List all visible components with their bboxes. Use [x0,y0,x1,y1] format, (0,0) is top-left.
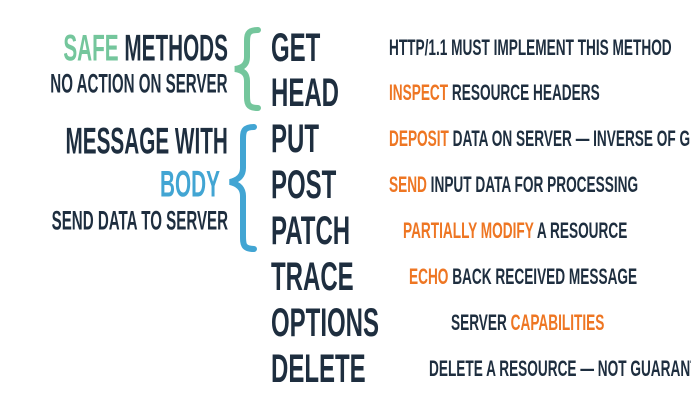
method-description: INSPECT RESOURCE HEADERS [389,82,600,104]
message-body-subtitle: SEND DATA TO SERVER [51,205,228,236]
description-highlight: PARTIALLY MODIFY [402,218,534,243]
description-post: INPUT DATA FOR PROCESSING [426,172,639,197]
description-post: BACK RECEIVED MESSAGE [448,264,637,289]
method-description: SERVER CAPABILITIES [451,312,604,334]
description-highlight: CAPABILITIES [510,310,605,335]
description-pre: HTTP/1.1 MUST IMPLEMENT THIS METHOD [389,35,672,60]
method-description: DELETE A RESOURCE — NOT GUARANTEED [429,358,691,380]
safe-methods-brace [234,27,261,111]
method-name: OPTIONS [271,301,380,345]
description-post: RESOURCE HEADERS [448,80,600,105]
description-highlight: DEPOSIT [389,126,449,151]
safe-methods-subtitle: NO ACTION ON SERVER [50,68,228,99]
method-description: PARTIALLY MODIFY A RESOURCE [403,220,627,242]
method-description: SEND INPUT DATA FOR PROCESSING [389,174,638,196]
method-name: DELETE [271,347,366,391]
description-pre: DELETE A RESOURCE — NOT GUARANTEED [428,356,691,381]
method-description: DEPOSIT DATA ON SERVER — INVERSE OF GET [389,128,691,150]
description-highlight: SEND [389,172,427,197]
description-highlight: INSPECT [389,80,449,105]
description-highlight: ECHO [408,264,449,289]
description-post: A RESOURCE [533,218,628,243]
safe-methods-heading: SAFE METHODS [63,30,228,67]
description-post: DATA ON SERVER — INVERSE OF GET [448,126,691,151]
method-name: TRACE [271,255,354,299]
method-name: POST [271,163,337,207]
method-name: PUT [271,117,319,161]
safe-methods-heading-highlight: SAFE [63,27,119,69]
method-name: HEAD [271,71,340,115]
description-pre: SERVER [451,310,511,335]
method-description: HTTP/1.1 MUST IMPLEMENT THIS METHOD [389,37,672,59]
method-name: GET [271,26,321,70]
method-description: ECHO BACK RECEIVED MESSAGE [409,266,637,288]
message-body-heading-highlight: BODY [160,163,220,205]
message-body-heading-line1: MESSAGE WITH [65,120,228,162]
safe-methods-heading-rest: METHODS [118,27,228,69]
method-name: PATCH [271,209,351,253]
message-body-brace [229,124,257,252]
